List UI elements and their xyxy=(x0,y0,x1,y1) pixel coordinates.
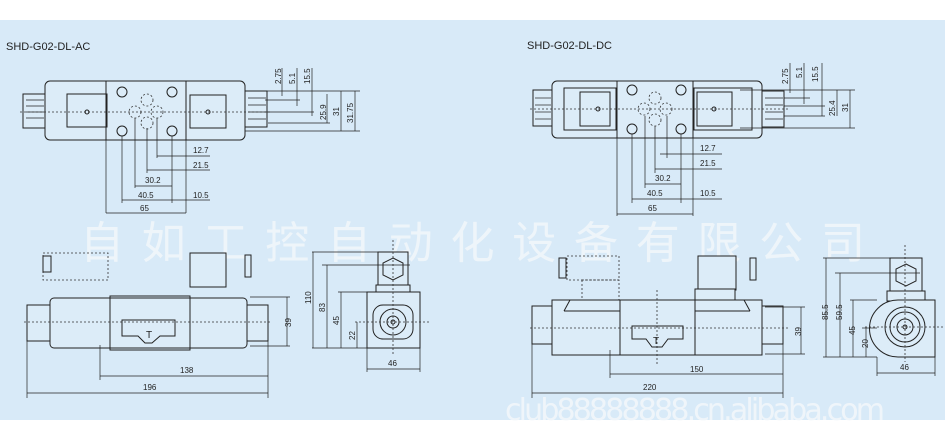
ac-dim-46: 46 xyxy=(388,359,397,368)
dc-dim-220: 220 xyxy=(643,383,657,392)
ac-dim-5-1: 5.1 xyxy=(288,72,297,84)
ac-dim-31: 31 xyxy=(332,107,341,116)
dc-dim-45: 45 xyxy=(848,326,857,335)
dc-side-view: 85.5 59.5 45 20 46 xyxy=(821,245,945,376)
dc-dim-65: 65 xyxy=(648,204,657,213)
dc-dim-46: 46 xyxy=(900,363,909,372)
dc-dim-21-5: 21.5 xyxy=(700,159,716,168)
dc-dim-39: 39 xyxy=(794,327,803,336)
dc-top-view: 12.7 21.5 30.2 40.5 10.5 65 2.75 5.1 15.… xyxy=(530,63,855,216)
ac-dim-12-7: 12.7 xyxy=(193,146,209,155)
ac-dim-110: 110 xyxy=(304,291,313,304)
ac-dim-2-75: 2.75 xyxy=(274,68,283,84)
ac-dim-25-9: 25.9 xyxy=(319,104,328,120)
ac-dim-196: 196 xyxy=(143,383,157,392)
ac-dim-10-5: 10.5 xyxy=(193,191,209,200)
ac-dim-15-5: 15.5 xyxy=(303,68,312,84)
ac-port-label: T xyxy=(146,330,152,341)
dc-dim-31: 31 xyxy=(841,103,850,112)
ac-dim-83: 83 xyxy=(318,303,327,312)
ac-side-view: 110 83 45 22 46 xyxy=(304,240,430,372)
ac-dim-39: 39 xyxy=(284,318,293,327)
dc-dim-30-2: 30.2 xyxy=(655,174,671,183)
dc-dim-85-5: 85.5 xyxy=(821,304,830,320)
dc-dim-25-4: 25.4 xyxy=(828,100,837,116)
dc-dim-12-7: 12.7 xyxy=(700,144,716,153)
dc-dim-40-5: 40.5 xyxy=(647,189,663,198)
dc-dim-10-5: 10.5 xyxy=(700,189,716,198)
dc-dim-150: 150 xyxy=(690,365,704,374)
ac-dim-40-5: 40.5 xyxy=(138,191,154,200)
dc-dim-2-75: 2.75 xyxy=(781,68,790,84)
dc-port-label: T xyxy=(653,336,659,347)
ac-dim-31-75: 31.75 xyxy=(346,102,355,123)
ac-dim-30-2: 30.2 xyxy=(145,176,161,185)
ac-dim-138: 138 xyxy=(180,366,194,375)
ac-dim-45: 45 xyxy=(332,316,341,325)
ac-dim-21-5: 21.5 xyxy=(193,161,209,170)
dc-dim-59-5: 59.5 xyxy=(835,304,844,320)
dc-title: SHD-G02-DL-DC xyxy=(527,40,612,52)
ac-dim-22: 22 xyxy=(348,331,357,340)
ac-title: SHD-G02-DL-AC xyxy=(6,41,90,53)
ac-front-view: T 39 138 196 xyxy=(24,252,293,398)
dc-dim-20: 20 xyxy=(861,339,870,348)
ac-top-view: 12.7 21.5 30.2 40.5 10.5 65 2.75 5.1 15.… xyxy=(20,68,360,214)
ac-dim-65: 65 xyxy=(140,204,149,213)
dc-dim-5-1: 5.1 xyxy=(795,66,804,78)
dc-dim-15-5: 15.5 xyxy=(811,66,820,82)
url-watermark: club88888888.cn.alibaba.com xyxy=(505,393,885,428)
dc-front-view: T 39 150 220 xyxy=(530,255,805,398)
